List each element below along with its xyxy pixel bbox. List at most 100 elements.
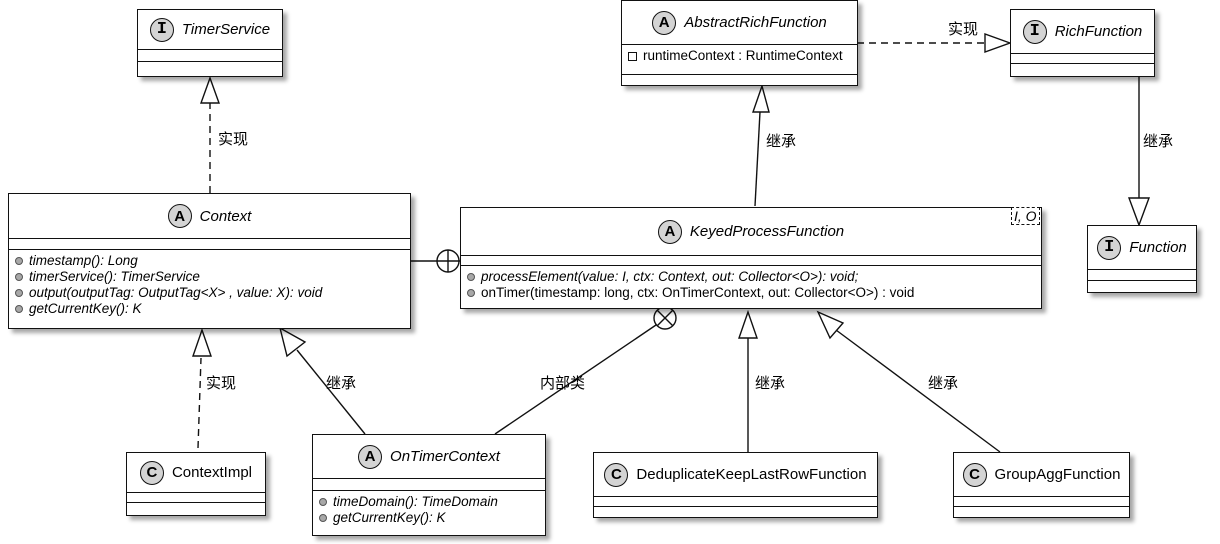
- class-rich-function[interactable]: I RichFunction: [1010, 9, 1155, 77]
- field-text: runtimeContext : RuntimeContext: [643, 48, 843, 63]
- generalization-arrowhead: [738, 309, 758, 339]
- abstract-class-icon: A: [652, 10, 677, 35]
- class-name: KeyedProcessFunction: [689, 223, 845, 240]
- methods-section: [127, 503, 265, 513]
- label-realization: 实现: [218, 130, 249, 148]
- class-icon: C: [604, 462, 629, 487]
- method-item: timeDomain(): TimeDomain: [319, 494, 539, 510]
- class-abstract-rich-function[interactable]: A AbstractRichFunction runtimeContext : …: [621, 0, 858, 86]
- method-item: timestamp(): Long: [15, 253, 404, 269]
- public-method-icon: [15, 305, 23, 313]
- link-contextimpl-context: [197, 357, 202, 449]
- class-header: A OnTimerContext: [313, 435, 545, 479]
- class-name: Context: [199, 207, 252, 225]
- methods-section: timestamp(): Long timerService(): TimerS…: [9, 250, 410, 320]
- class-icon: C: [139, 460, 164, 485]
- method-text: timeDomain(): TimeDomain: [333, 494, 498, 509]
- methods-section: [594, 507, 877, 517]
- method-text: timestamp(): Long: [29, 253, 138, 268]
- class-header: I Function: [1088, 226, 1196, 270]
- interface-icon: I: [149, 17, 174, 42]
- method-text: timerService(): TimerService: [29, 269, 200, 284]
- label-realization: 实现: [206, 374, 237, 392]
- interface-icon: I: [1097, 235, 1122, 260]
- fields-section: [954, 497, 1129, 507]
- class-timer-service[interactable]: I TimerService: [137, 9, 283, 77]
- label-inner-class: 内部类: [540, 374, 586, 392]
- public-method-icon: [467, 273, 475, 281]
- label-generalization: 继承: [755, 374, 786, 392]
- public-method-icon: [15, 257, 23, 265]
- methods-section: timeDomain(): TimeDomain getCurrentKey()…: [313, 491, 545, 529]
- method-item: onTimer(timestamp: long, ctx: OnTimerCon…: [467, 285, 1035, 301]
- generalization-arrowhead: [816, 310, 845, 340]
- class-header: I TimerService: [138, 10, 282, 50]
- class-header: A AbstractRichFunction: [622, 1, 857, 45]
- class-deduplicate-keep-last-row-function[interactable]: C DeduplicateKeepLastRowFunction: [593, 452, 878, 518]
- method-text: getCurrentKey(): K: [29, 301, 142, 316]
- fields-section: [1011, 54, 1154, 64]
- fields-section: [127, 493, 265, 503]
- link-ontimer-kpf-nested: [494, 324, 657, 435]
- link-groupagg-kpf: [835, 329, 1001, 453]
- method-item: processElement(value: I, ctx: Context, o…: [467, 269, 1035, 285]
- class-on-timer-context[interactable]: A OnTimerContext timeDomain(): TimeDomai…: [312, 434, 546, 536]
- generalization-arrowhead: [1127, 197, 1151, 228]
- public-method-icon: [319, 514, 327, 522]
- method-text: getCurrentKey(): K: [333, 510, 446, 525]
- abstract-class-icon: A: [358, 444, 383, 469]
- label-generalization: 继承: [766, 132, 797, 150]
- fields-section: [138, 50, 282, 62]
- class-context-impl[interactable]: C ContextImpl: [126, 452, 266, 516]
- class-name: GroupAggFunction: [994, 466, 1121, 483]
- fields-section: [594, 497, 877, 507]
- generalization-arrowhead: [752, 83, 770, 113]
- fields-section: runtimeContext : RuntimeContext: [622, 45, 857, 75]
- class-header: A Context: [9, 194, 410, 239]
- fields-section: [313, 479, 545, 491]
- class-header: C DeduplicateKeepLastRowFunction: [594, 453, 877, 497]
- public-method-icon: [15, 289, 23, 297]
- fields-section: [461, 256, 1041, 266]
- generalization-arrowhead: [278, 326, 307, 358]
- nested-cross-b: [656, 309, 674, 327]
- label-generalization: 继承: [928, 374, 959, 392]
- type-parameters: I, O: [1011, 207, 1040, 225]
- methods-section: [622, 75, 857, 85]
- method-text: output(outputTag: OutputTag<X> , value: …: [29, 285, 323, 300]
- method-item: getCurrentKey(): K: [15, 301, 404, 317]
- fields-section: [1088, 270, 1196, 281]
- method-text: processElement(value: I, ctx: Context, o…: [481, 269, 859, 284]
- method-item: output(outputTag: OutputTag<X> , value: …: [15, 285, 404, 301]
- abstract-class-icon: A: [657, 219, 682, 244]
- realization-arrowhead: [200, 75, 220, 104]
- methods-section: [138, 62, 282, 74]
- class-name: ContextImpl: [171, 464, 253, 481]
- class-name: Function: [1129, 239, 1187, 256]
- private-field-icon: [628, 51, 637, 61]
- class-function[interactable]: I Function: [1087, 225, 1197, 293]
- fields-section: [9, 239, 410, 250]
- class-header: I RichFunction: [1011, 10, 1154, 54]
- realization-arrowhead: [192, 327, 212, 357]
- class-name: TimerService: [181, 21, 271, 38]
- public-method-icon: [467, 289, 475, 297]
- interface-icon: I: [1022, 19, 1047, 44]
- class-icon: C: [962, 462, 987, 487]
- methods-section: processElement(value: I, ctx: Context, o…: [461, 266, 1041, 304]
- class-name: OnTimerContext: [390, 448, 500, 465]
- class-keyed-process-function[interactable]: A KeyedProcessFunction processElement(va…: [460, 207, 1042, 309]
- link-kpf-abstractrich: [754, 111, 761, 207]
- field-item: runtimeContext : RuntimeContext: [628, 48, 851, 64]
- methods-section: [1088, 281, 1196, 292]
- class-header: A KeyedProcessFunction: [461, 208, 1041, 256]
- label-generalization: 继承: [326, 374, 357, 392]
- public-method-icon: [15, 273, 23, 281]
- class-group-agg-function[interactable]: C GroupAggFunction: [953, 452, 1130, 518]
- label-generalization: 继承: [1143, 132, 1174, 150]
- method-item: getCurrentKey(): K: [319, 510, 539, 526]
- label-realization: 实现: [948, 20, 979, 38]
- class-context[interactable]: A Context timestamp(): Long timerService…: [8, 193, 411, 329]
- link-ontimer-context: [296, 349, 366, 435]
- method-text: onTimer(timestamp: long, ctx: OnTimerCon…: [481, 285, 915, 300]
